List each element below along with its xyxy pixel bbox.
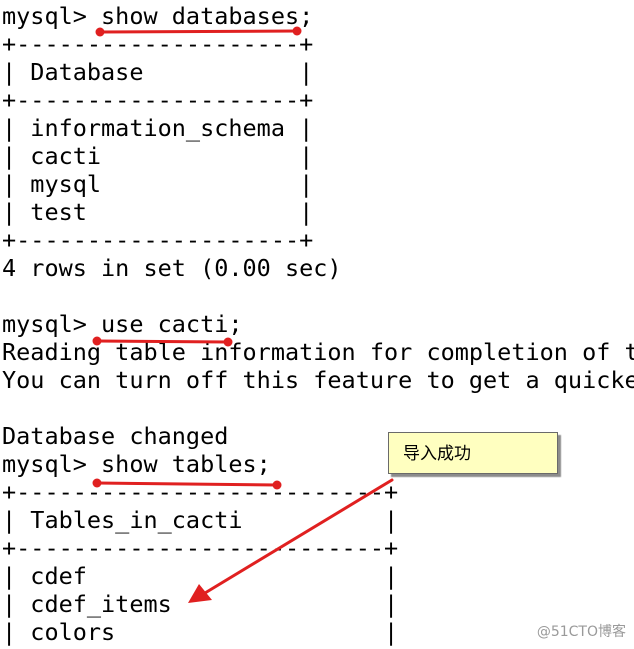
terminal-line: +--------------------------+ bbox=[2, 478, 399, 506]
terminal-line: +--------------------------+ bbox=[2, 534, 399, 562]
terminal-line: | information_schema | bbox=[2, 114, 314, 142]
terminal-line: Reading table information for completion… bbox=[2, 338, 634, 366]
terminal-line: mysql> use cacti; bbox=[2, 310, 243, 338]
terminal-line: You can turn off this feature to get a q… bbox=[2, 366, 634, 394]
terminal-line: +--------------------+ bbox=[2, 30, 314, 58]
terminal-line: +--------------------+ bbox=[2, 86, 314, 114]
terminal-line: | Tables_in_cacti | bbox=[2, 506, 399, 534]
terminal-line: mysql> show databases; bbox=[2, 2, 314, 30]
terminal-line: | cacti | bbox=[2, 142, 314, 170]
success-callout: 导入成功 bbox=[388, 432, 558, 474]
terminal-line: | test | bbox=[2, 198, 314, 226]
terminal-line: | colors | bbox=[2, 618, 399, 646]
terminal-line: | mysql | bbox=[2, 170, 314, 198]
callout-text: 导入成功 bbox=[403, 444, 471, 464]
terminal-line: | cdef | bbox=[2, 562, 399, 590]
terminal-line: | cdef_items | bbox=[2, 590, 399, 618]
terminal-line: | Database | bbox=[2, 58, 314, 86]
watermark: @51CTO博客 bbox=[536, 624, 626, 640]
terminal-line: mysql> show tables; bbox=[2, 450, 271, 478]
terminal-line: Database changed bbox=[2, 422, 229, 450]
terminal-line: +--------------------+ bbox=[2, 226, 314, 254]
terminal-line bbox=[2, 394, 634, 422]
terminal-line: 4 rows in set (0.00 sec) bbox=[2, 254, 342, 282]
terminal-line bbox=[2, 282, 634, 310]
